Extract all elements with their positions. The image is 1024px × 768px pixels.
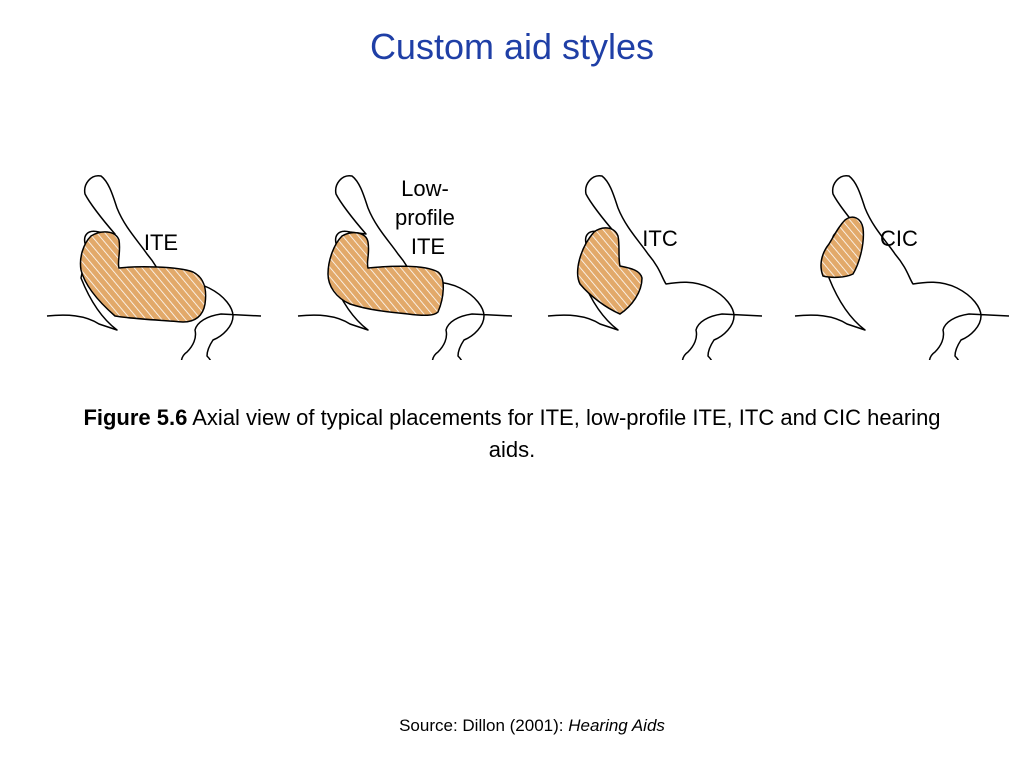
ite-aid-shape — [79, 231, 207, 323]
source-title: Hearing Aids — [568, 716, 665, 735]
figure-number: Figure 5.6 — [83, 405, 188, 430]
panel-ite: ITE — [46, 174, 262, 360]
source-prefix: Source: Dillon (2001): — [399, 716, 569, 735]
figure-caption: Figure 5.6 Axial view of typical placeme… — [60, 402, 964, 466]
panel-low-profile-ite: Low- profile ITE — [297, 174, 513, 360]
figure-caption-text: Axial view of typical placements for ITE… — [187, 405, 941, 462]
itc-aid-shape — [576, 227, 643, 315]
source-citation: Source: Dillon (2001): Hearing Aids — [0, 716, 1024, 736]
panel-label-low-profile-ite: Low- profile ITE — [395, 176, 461, 259]
panel-itc: ITC — [547, 174, 763, 360]
panel-cic: CIC — [794, 174, 1010, 360]
cic-aid-shape — [820, 216, 865, 279]
low-profile-ite-aid-shape — [327, 231, 444, 317]
hearing-aid-diagram: ITE Low- profile ITE ITC CIC — [46, 174, 1010, 360]
slide-title: Custom aid styles — [369, 26, 655, 67]
panel-label-cic: CIC — [880, 226, 918, 251]
panel-label-itc: ITC — [642, 226, 678, 251]
panel-label-ite: ITE — [144, 230, 178, 255]
